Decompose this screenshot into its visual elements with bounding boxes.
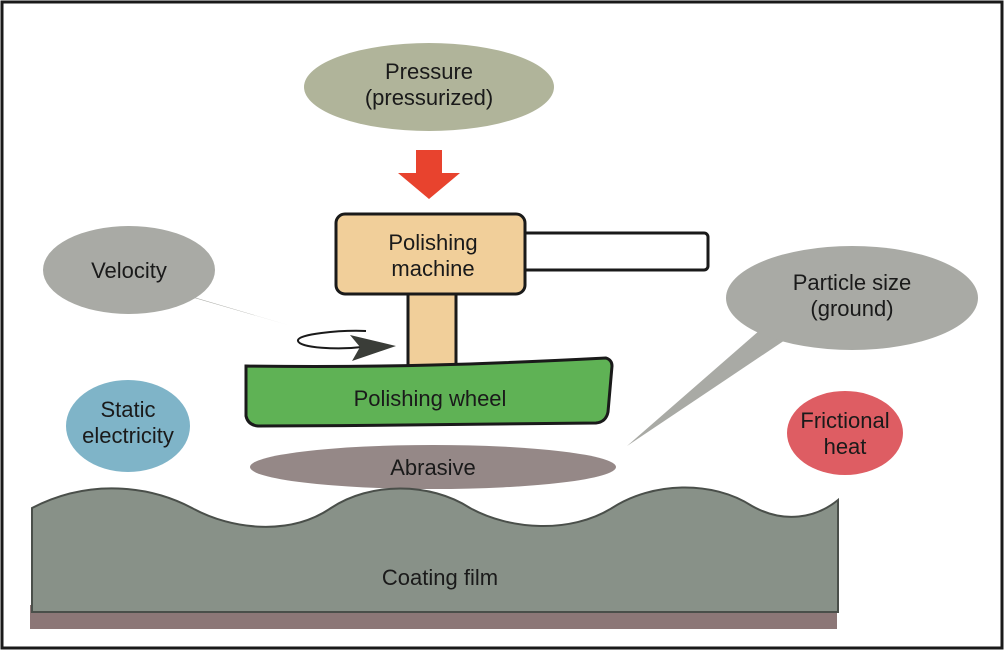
- velocity-label: Velocity: [91, 258, 167, 283]
- coating-film: [31, 486, 839, 613]
- static-electricity-bubble: [66, 380, 190, 472]
- particle-size-label-line2: (ground): [810, 296, 893, 321]
- machine-shaft: [406, 284, 458, 372]
- polishing-machine: [334, 212, 710, 372]
- particle-size-bubble: [627, 246, 978, 446]
- coating-label: Coating film: [382, 565, 498, 590]
- wheel-label: Polishing wheel: [354, 386, 507, 411]
- machine-label-line2: machine: [391, 256, 474, 281]
- particle-size-label-line1: Particle size: [793, 270, 912, 295]
- machine-handle: [513, 231, 710, 272]
- abrasive-layer: [250, 445, 616, 489]
- pressure-arrow-icon: [398, 150, 460, 199]
- static-label-line1: Static: [100, 397, 155, 422]
- static-label-line2: electricity: [82, 423, 174, 448]
- machine-label-line1: Polishing: [388, 230, 477, 255]
- rotation-arrow-icon: [296, 329, 396, 361]
- pressure-label-line1: Pressure: [385, 59, 473, 84]
- frictional-heat-bubble: [787, 391, 903, 475]
- machine-head: [334, 212, 527, 296]
- abrasive-label: Abrasive: [390, 455, 476, 480]
- frictional-label-line1: Frictional: [800, 408, 889, 433]
- pressure-label-line2: (pressurized): [365, 85, 493, 110]
- velocity-bubble: [43, 226, 288, 325]
- frictional-label-line2: heat: [824, 434, 867, 459]
- polishing-wheel: [244, 356, 614, 428]
- pressure-bubble: [304, 43, 554, 131]
